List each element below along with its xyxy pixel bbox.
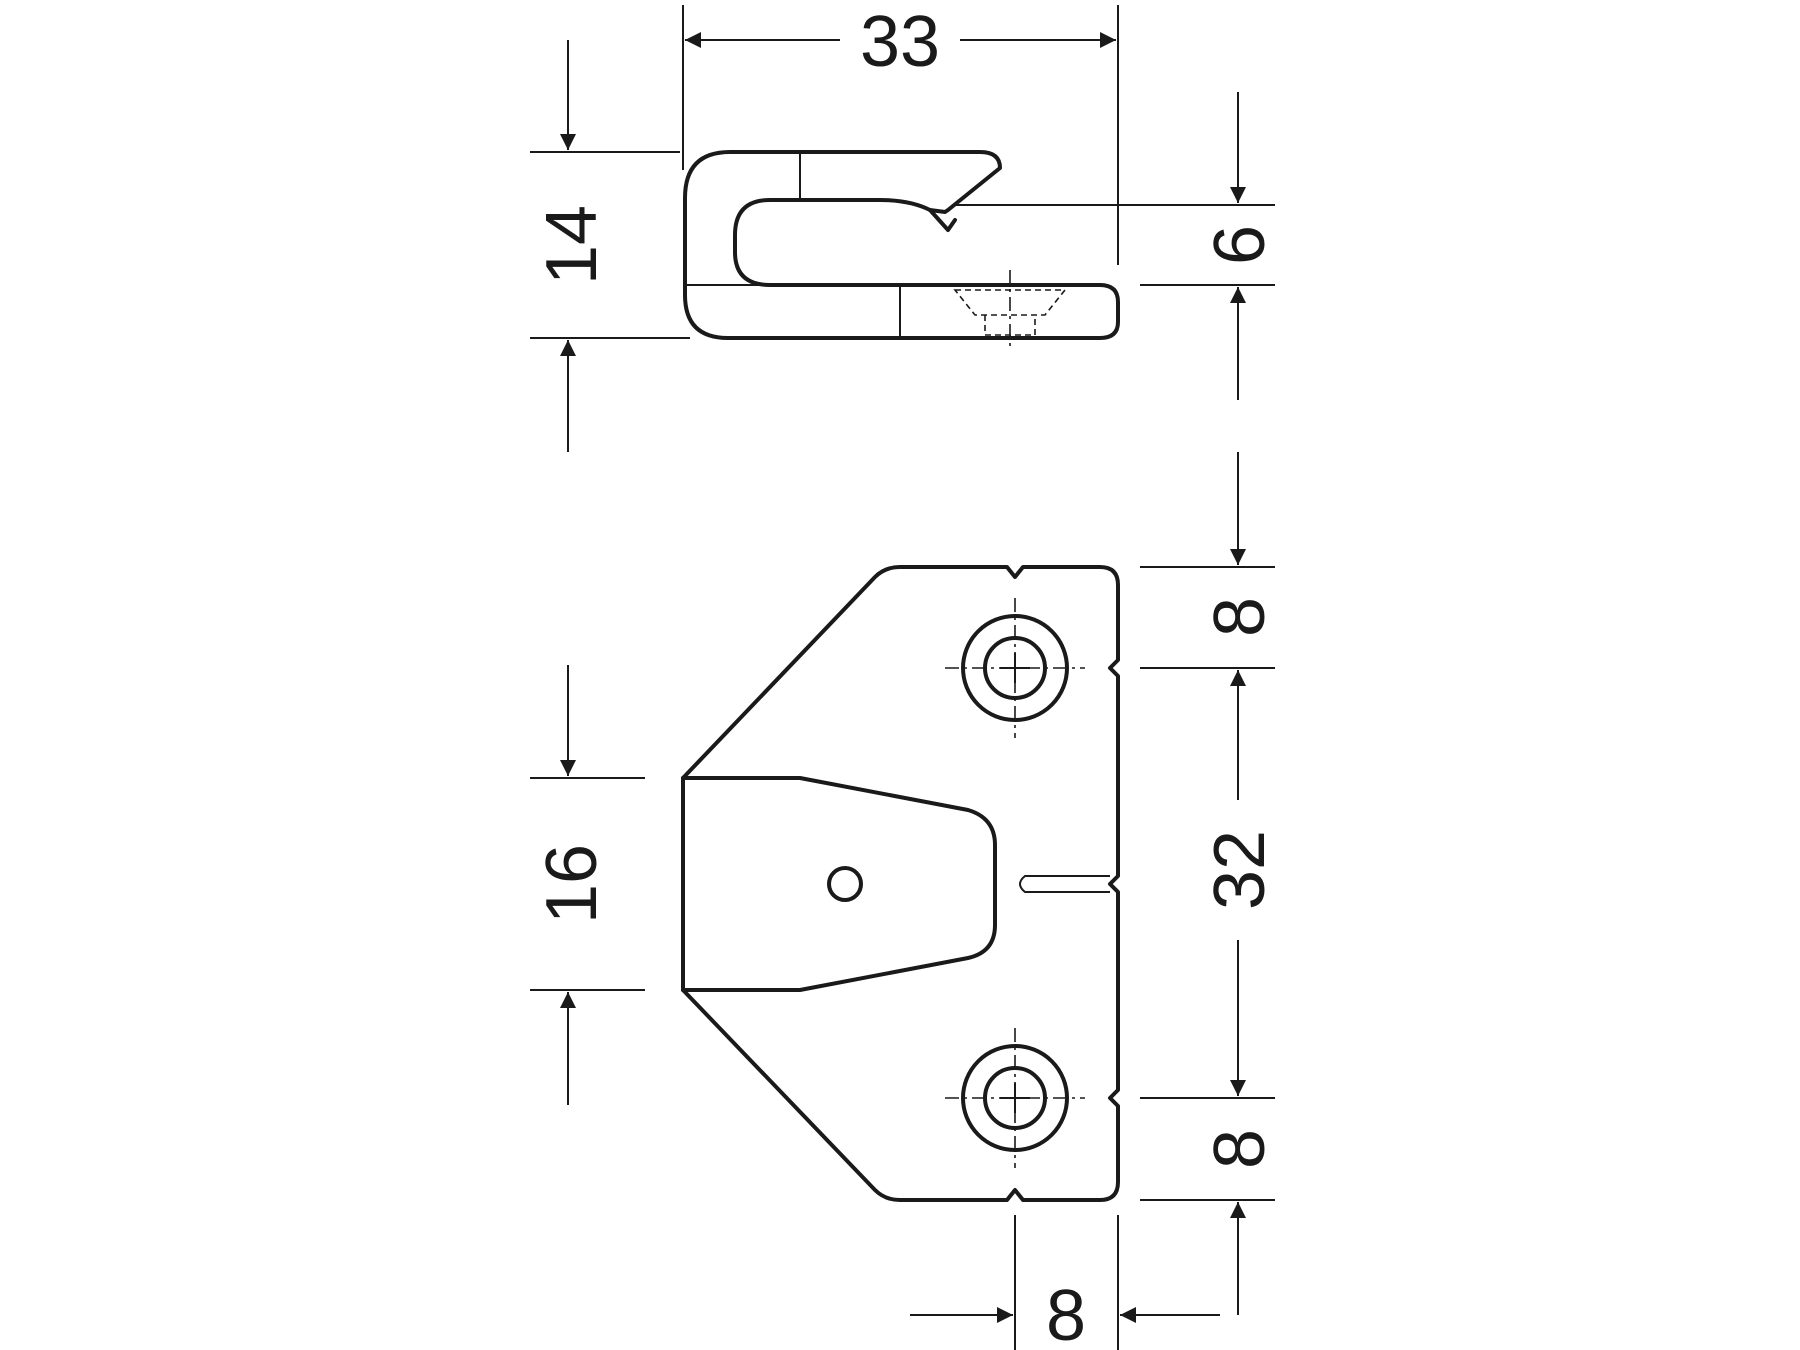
dim-edge8-label: 8 — [1046, 1276, 1086, 1350]
dim-33-label: 33 — [860, 2, 940, 82]
dim-14-label: 14 — [532, 205, 612, 285]
front-center-hole — [827, 866, 863, 902]
front-tongue — [681, 776, 997, 992]
side-view: 33 14 6 — [530, 2, 1280, 452]
upper-screw-hole — [945, 598, 1085, 738]
front-plate-outline — [681, 565, 1120, 1202]
dim-bottom8-label: 8 — [1200, 1129, 1280, 1169]
front-slot — [1019, 875, 1110, 893]
dim-top8-label: 8 — [1200, 597, 1280, 637]
dim-32-label: 32 — [1200, 830, 1280, 910]
lower-screw-hole — [945, 1028, 1085, 1168]
side-notch — [928, 208, 957, 232]
front-view: 8 32 8 16 8 — [530, 452, 1280, 1350]
dim-16-label: 16 — [532, 844, 612, 924]
side-profile-outline — [683, 150, 1120, 340]
dim-6-label: 6 — [1200, 225, 1280, 265]
